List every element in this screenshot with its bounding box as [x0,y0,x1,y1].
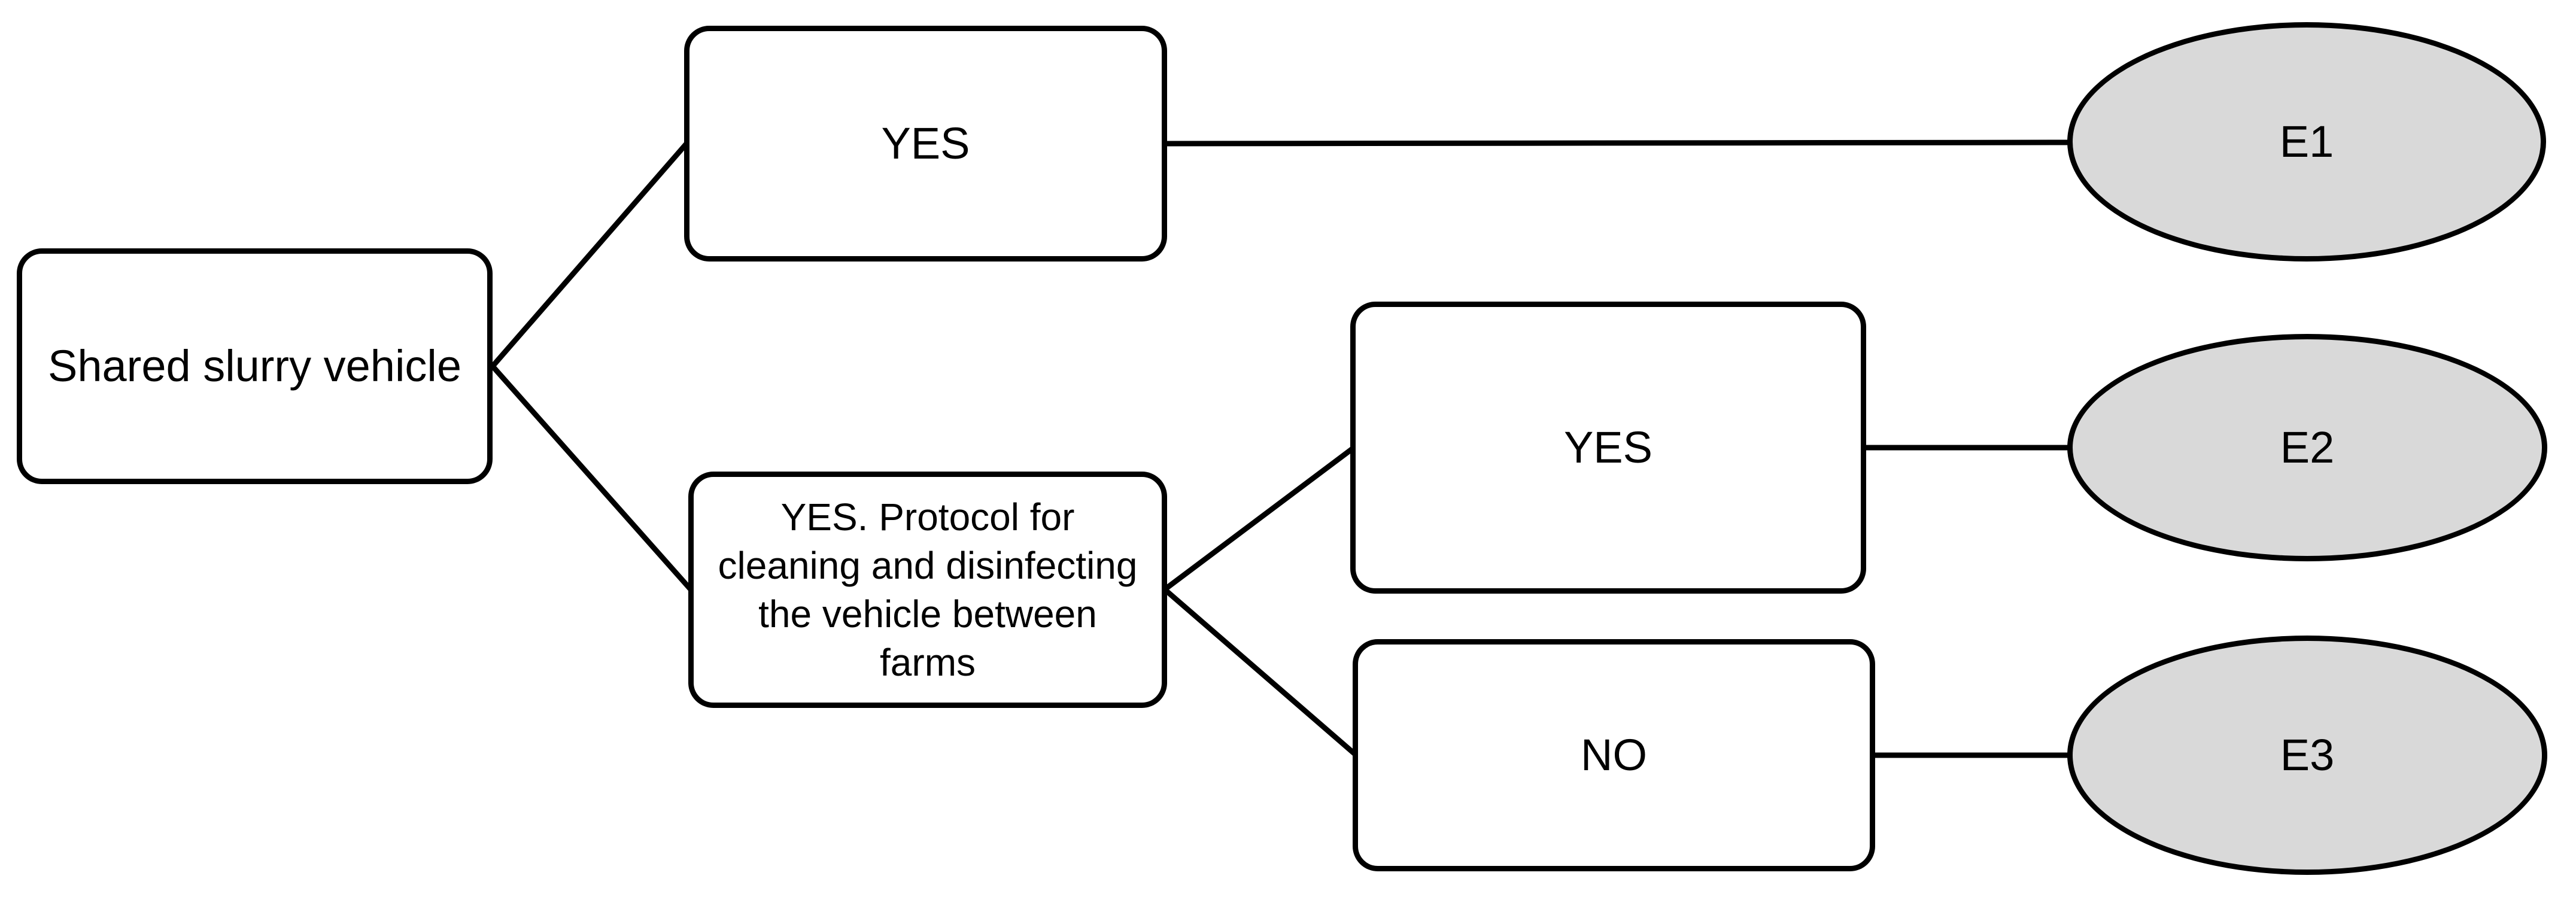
node-label: Shared slurry vehicle [48,341,461,391]
node-label: YES. Protocol for cleaning and disinfect… [718,493,1138,687]
outcome-label: E2 [2280,422,2335,473]
node-label-line: YES. Protocol for [780,495,1075,539]
node-protocol-no: NO [1353,639,1875,871]
connector-protocol-to-yes [1163,445,1356,592]
node-label-line: cleaning and disinfecting [718,543,1138,587]
node-yes-direct: YES [684,26,1167,262]
connector-root-to-yes-protocol [490,364,693,591]
connector-yes-direct-to-e1 [1164,139,2070,147]
outcome-node-e2: E2 [2067,334,2547,561]
node-label-line: farms [880,640,976,684]
node-label: YES [881,118,970,169]
connector-root-to-yes-direct [490,142,689,368]
node-label: YES [1563,422,1653,473]
outcome-label: E3 [2280,730,2335,780]
connector-protocol-to-no [1163,587,1358,758]
outcome-label: E1 [2279,117,2334,167]
outcome-node-e3: E3 [2067,636,2547,875]
node-protocol-yes: YES [1350,302,1866,594]
node-shared-slurry-vehicle: Shared slurry vehicle [17,248,493,484]
node-yes-protocol: YES. Protocol for cleaning and disinfect… [688,472,1167,708]
node-label: NO [1581,730,1647,780]
node-label-line: the vehicle between [758,592,1097,636]
outcome-node-e1: E1 [2067,22,2546,262]
